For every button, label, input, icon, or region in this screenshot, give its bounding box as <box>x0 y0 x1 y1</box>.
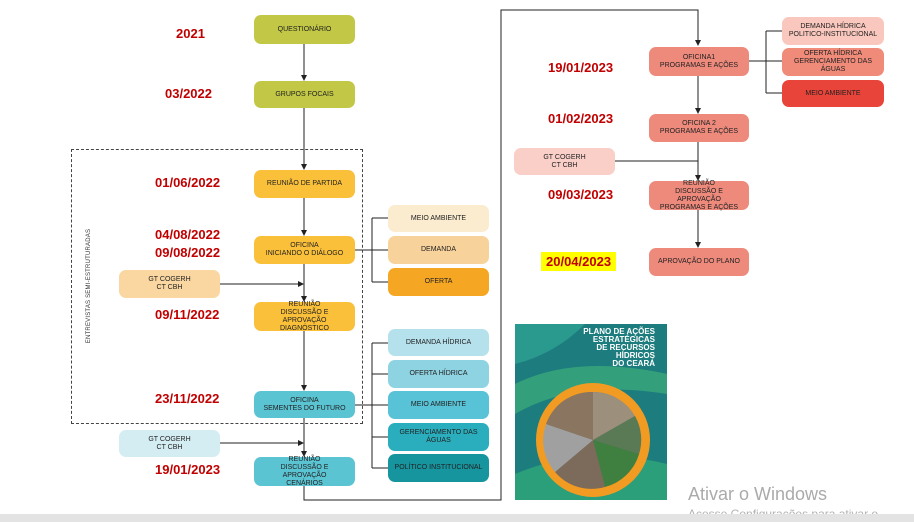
reuniao-diagnostico-box: REUNIÃO DISCUSSÃO E APROVAÇÃO DIAGNÓSTIC… <box>254 301 355 332</box>
date-01-06-2022: 01/06/2022 <box>155 175 221 190</box>
reuniao-cenarios-box: REUNIÃO DISCUSSÃO E APROVAÇÃO CENÁRIOS <box>254 456 355 487</box>
oficina1-box: OFICINA1 PROGRAMAS E AÇÕES <box>649 47 749 76</box>
gt-cogerh-box-1: GT COGERH CT CBH <box>119 270 220 298</box>
date-01-02-2023: 01/02/2023 <box>548 111 614 126</box>
interviews-dashed-frame <box>71 149 363 424</box>
side-label-interviews: ENTREVISTAS SEMI-ESTRUTURADAS <box>86 228 92 344</box>
date-2021: 2021 <box>176 26 205 41</box>
oficina2-box: OFICINA 2 PROGRAMAS E AÇÕES <box>649 114 749 142</box>
cover-illustration <box>515 324 667 500</box>
sementes-demanda-hidrica-box: DEMANDA HÍDRICA <box>388 329 489 356</box>
oficina-dialogo-box: OFICINA INICIANDO O DIÁLOGO <box>254 236 355 264</box>
date-09-11-2022: 09/11/2022 <box>155 307 220 322</box>
cover-title: PLANO DE AÇÕES ESTRATÉGICAS DE RECURSOS … <box>583 327 655 368</box>
oficina1-meio-ambiente-box: MEIO AMBIENTE <box>782 80 884 107</box>
oficina1-oferta-box: OFERTA HÍDRICA GERENCIAMENTO DAS ÁGUAS <box>782 48 884 76</box>
date-04-08-2022: 04/08/2022 <box>155 227 221 242</box>
dialogo-demanda-box: DEMANDA <box>388 236 489 264</box>
date-20-04-2023: 20/04/2023 <box>541 252 617 271</box>
gt-cogerh-box-2: GT COGERH CT CBH <box>119 430 220 457</box>
reuniao-programas-box: REUNIÃO DISCUSSÃO E APROVAÇÃO PROGRAMAS … <box>649 180 749 211</box>
sementes-meio-ambiente-box: MEIO AMBIENTE <box>388 391 489 419</box>
date-19-01-2023-right: 19/01/2023 <box>548 60 614 75</box>
sementes-oferta-hidrica-box: OFERTA HÍDRICA <box>388 360 489 388</box>
date-03-2022: 03/2022 <box>165 86 212 101</box>
date-19-01-2023-left: 19/01/2023 <box>155 462 221 477</box>
aprovacao-plano-box: APROVAÇÃO DO PLANO <box>649 248 749 276</box>
gt-cogerh-box-3: GT COGERH CT CBH <box>514 148 615 175</box>
plan-cover-image: PLANO DE AÇÕES ESTRATÉGICAS DE RECURSOS … <box>515 324 667 500</box>
oficina-sementes-box: OFICINA SEMENTES DO FUTURO <box>254 391 355 418</box>
sementes-gerenciamento-box: GERENCIAMENTO DAS ÁGUAS <box>388 423 489 451</box>
date-09-03-2023: 09/03/2023 <box>548 187 614 202</box>
grupos-focais-box: GRUPOS FOCAIS <box>254 81 355 108</box>
sementes-politico-box: POLÍTICO INSTITUCIONAL <box>388 454 489 482</box>
oficina1-demanda-box: DEMANDA HÍDRICA POLITICO-INSTITUCIONAL <box>782 17 884 45</box>
date-09-08-2022: 09/08/2022 <box>155 245 221 260</box>
date-23-11-2022: 23/11/2022 <box>155 391 220 406</box>
questionario-box: QUESTIONÁRIO <box>254 15 355 44</box>
windows-activation-watermark-title: Ativar o Windows <box>688 484 828 504</box>
dialogo-oferta-box: OFERTA <box>388 268 489 296</box>
reuniao-partida-box: REUNIÃO DE PARTIDA <box>254 170 355 198</box>
bottom-scrollbar[interactable] <box>0 514 914 522</box>
dialogo-meio-ambiente-box: MEIO AMBIENTE <box>388 205 489 232</box>
